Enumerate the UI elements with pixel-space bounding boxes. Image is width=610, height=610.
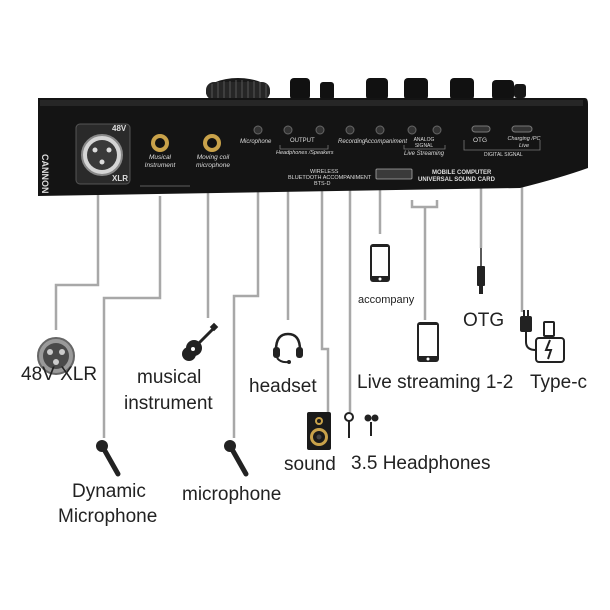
callout-otg: OTG [463, 310, 505, 331]
model-label: BTS-D [314, 181, 331, 187]
otg-cable-icon [477, 248, 485, 294]
sound-card-device [38, 78, 588, 196]
jack-label-accompaniment: Accompaniment [364, 139, 408, 145]
mobile-computer-label: MOBILE COMPUTER [432, 170, 492, 176]
jack-label-otg: OTG [473, 137, 488, 144]
xlr-label: XLR [112, 174, 128, 183]
jack-label-live-streaming: Live Streaming [404, 151, 445, 157]
wireless-label: WIRELESS [310, 169, 339, 175]
phone-icon [370, 244, 390, 282]
v48-label: 48V [112, 124, 127, 133]
callout-3-5-headphones: 3.5 Headphones [351, 453, 491, 474]
callout-instrument-line2: instrument [124, 393, 213, 414]
jack-label-musical-instrument: Musical Instrument [144, 154, 176, 169]
callout-dynamic-line2: Microphone [58, 506, 158, 527]
jack-label-charging: Charging /PC Live [507, 136, 541, 149]
callout-headset: headset [249, 376, 317, 397]
callout-dynamic-line1: Dynamic [72, 481, 146, 502]
jack-label-output: OUTPUT [290, 138, 315, 144]
speaker-icon [307, 412, 331, 450]
jack-label-microphone: Microphone [240, 139, 272, 145]
jack-label-moving-coil: Moving coil microphone [196, 154, 230, 169]
earphones-icon [344, 412, 379, 438]
callout-type-c: Type-c [530, 372, 588, 393]
callout-sound: sound [284, 454, 336, 475]
jack-label-digital-signal: DIGITAL SIGNAL [484, 152, 523, 158]
typec-charger-icon [520, 310, 565, 363]
cannon-label: CANNON [40, 154, 50, 194]
callout-instrument-line1: musical [137, 367, 202, 388]
handheld-mic-icon [224, 440, 249, 477]
bluetooth-label: BLUETOOTH ACCOMPANIMENT [288, 175, 372, 181]
callout-microphone: microphone [182, 484, 282, 505]
callout-48v-xlr: 48V XLR [21, 364, 98, 385]
jack-label-analog-signal: ANALOG SIGNAL [413, 137, 435, 149]
dynamic-mic-icon [96, 440, 121, 477]
guitar-icon [182, 322, 219, 361]
jack-label-recording: Recording [338, 139, 366, 145]
callout-live-streaming: Live streaming 1-2 [357, 372, 514, 393]
universal-sound-card-label: UNIVERSAL SOUND CARD [418, 177, 495, 183]
jack-label-headphones-speakers: Headphones /Speakers [276, 150, 334, 156]
callout-accompany: accompany [358, 294, 415, 306]
xlr-connector-icon [37, 337, 75, 375]
phone-icon [417, 322, 439, 362]
headset-icon [273, 332, 303, 364]
